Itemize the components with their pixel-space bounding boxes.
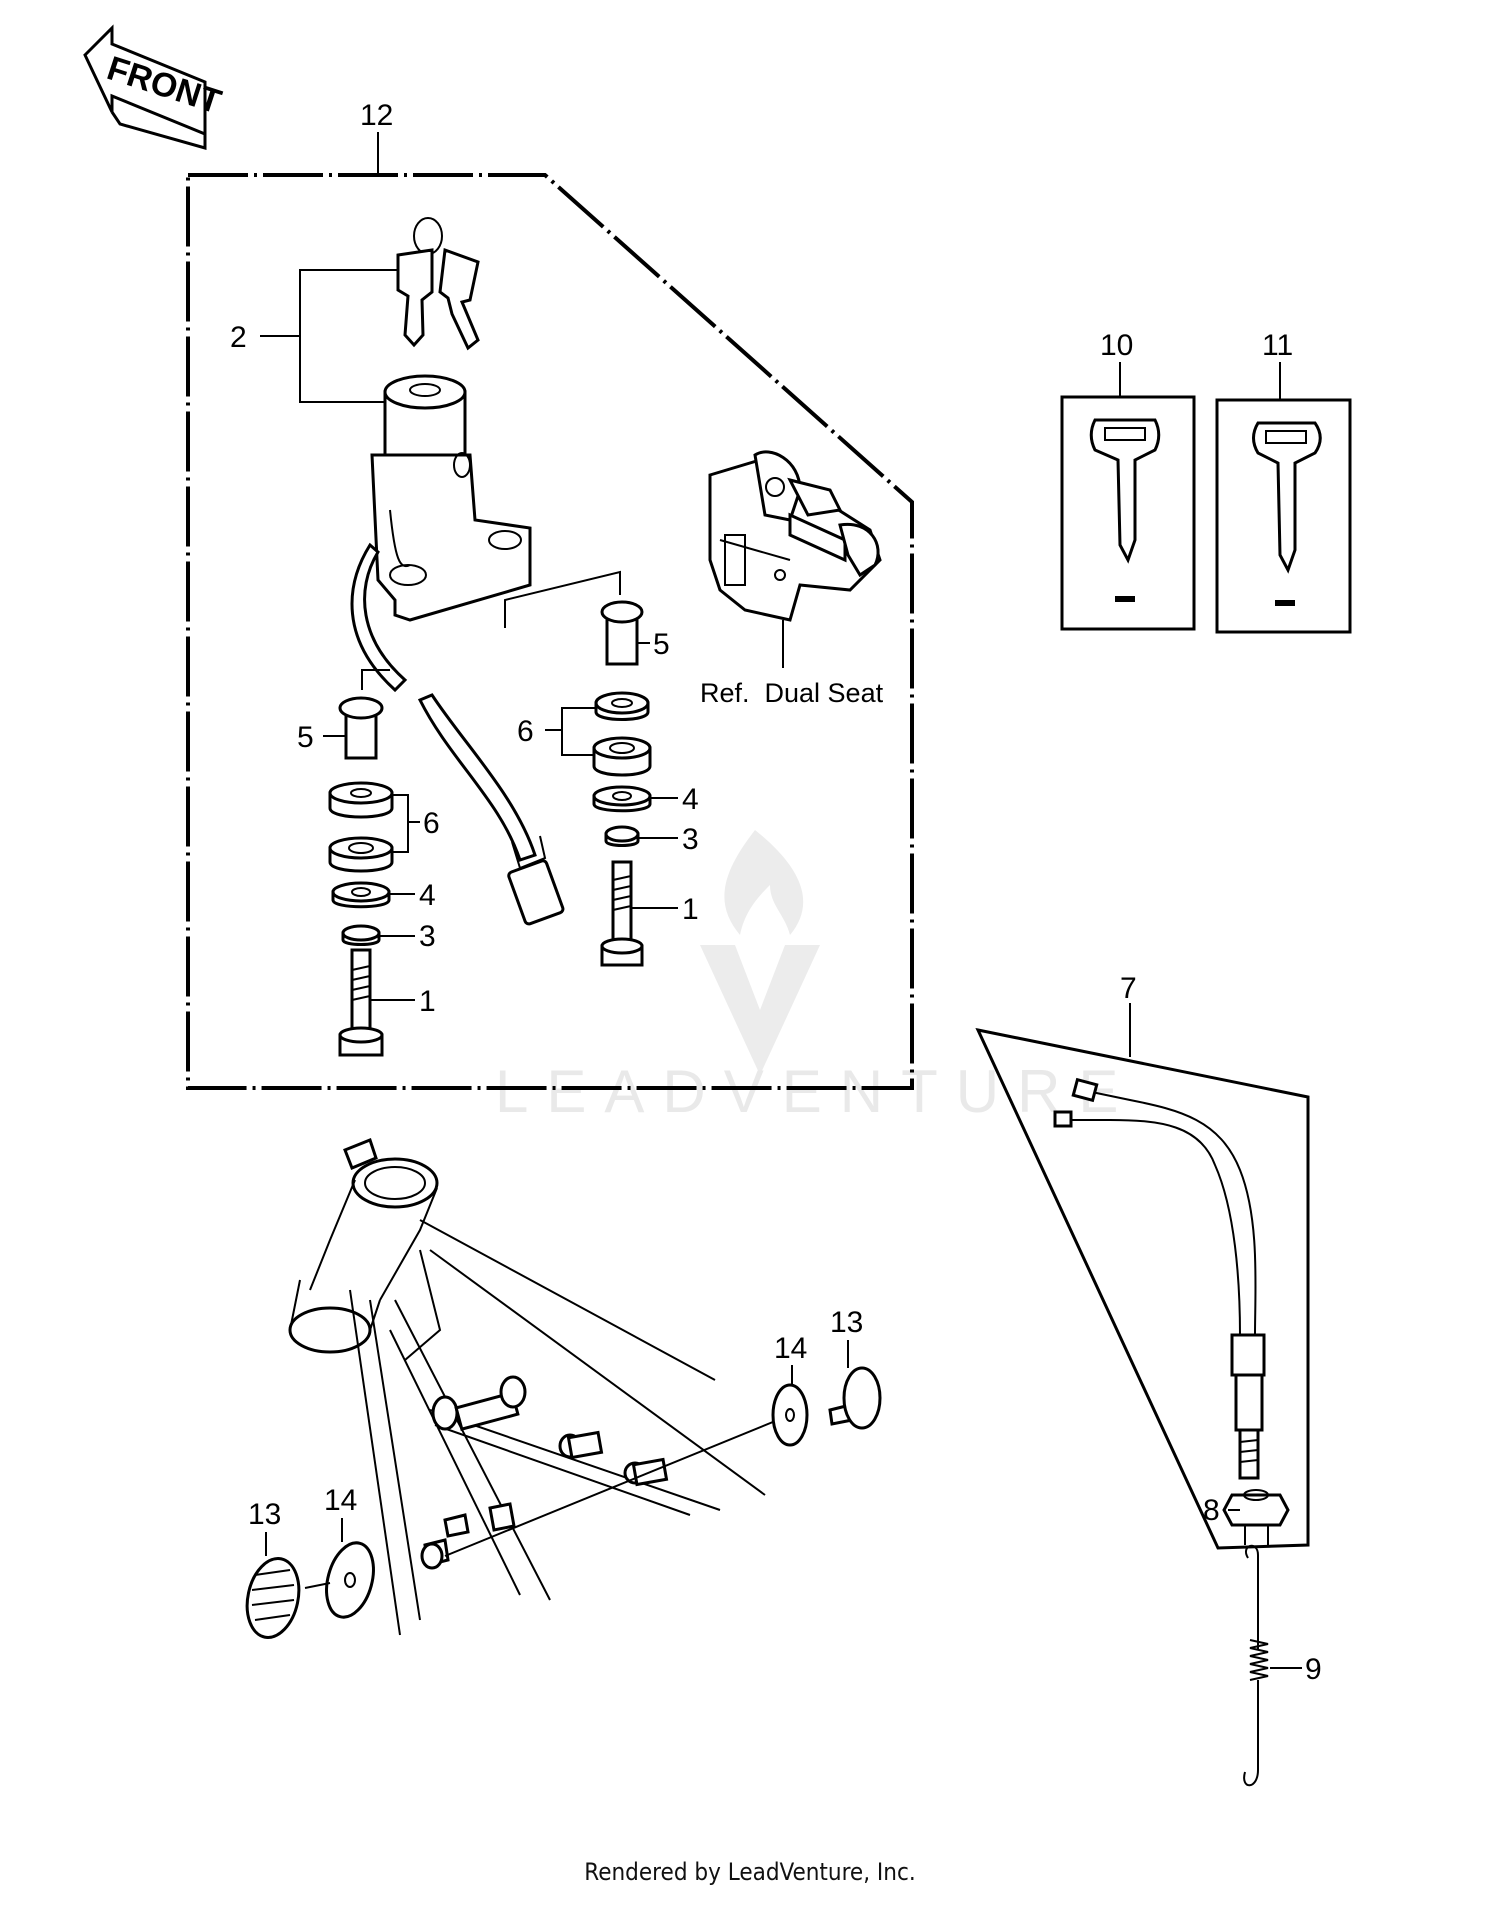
callout-4b: 4 [682, 783, 699, 816]
ignition-switch [350, 374, 565, 926]
bracket-6b [561, 707, 596, 756]
callout-13b: 13 [248, 1498, 281, 1531]
callout-1a: 1 [419, 985, 436, 1018]
leader-switch-left [361, 669, 390, 690]
bracket-2 [299, 269, 398, 403]
nut-8 [1222, 1489, 1290, 1545]
bracket-6a [392, 794, 409, 853]
ignition-keys [396, 217, 480, 351]
callout-11: 11 [1262, 329, 1293, 362]
front-arrow: FRONT [83, 24, 226, 150]
callout-3a: 3 [419, 920, 436, 953]
ignition-switch-set-frame [186, 173, 914, 1090]
key-blank-10 [1060, 395, 1196, 631]
callout-10: 10 [1100, 329, 1133, 362]
callout-1b: 1 [682, 893, 699, 926]
callout-5a: 5 [297, 721, 314, 754]
spring-9 [1243, 1544, 1269, 1787]
watermark: LEADVENTURE [495, 830, 1136, 1125]
callout-14b: 14 [324, 1484, 357, 1517]
leader-switch-right [504, 570, 621, 628]
reflector-left [245, 1541, 375, 1639]
reflector-left-lens-pattern [251, 1569, 295, 1621]
footer-credit: Rendered by LeadVenture, Inc. [584, 1858, 916, 1886]
callout-7: 7 [1120, 972, 1137, 1005]
callout-4a: 4 [419, 879, 436, 912]
watermark-logo [700, 830, 820, 1075]
key-blank-11 [1215, 398, 1352, 634]
mount-stack-right [592, 600, 652, 967]
callout-9: 9 [1305, 1653, 1322, 1686]
callout-12: 12 [360, 99, 393, 132]
watermark-text: LEADVENTURE [495, 1058, 1136, 1125]
callout-6a: 6 [423, 807, 440, 840]
mount-stack-left [328, 696, 394, 1057]
reflector-right [444, 1366, 882, 1557]
callout-13a: 13 [830, 1306, 863, 1339]
callout-5b: 5 [653, 628, 670, 661]
motorcycle-frame [288, 1138, 766, 1636]
callout-8: 8 [1203, 1494, 1220, 1527]
callout-14a: 14 [774, 1332, 807, 1365]
seat-lock [708, 450, 882, 622]
reference-label-dual-seat: Ref. Dual Seat [700, 678, 884, 708]
callout-2: 2 [230, 321, 247, 354]
neutral-switch [1053, 1077, 1266, 1480]
neutral-switch-frame [975, 1027, 1310, 1550]
callout-6b: 6 [517, 715, 534, 748]
callout-3b: 3 [682, 823, 699, 856]
